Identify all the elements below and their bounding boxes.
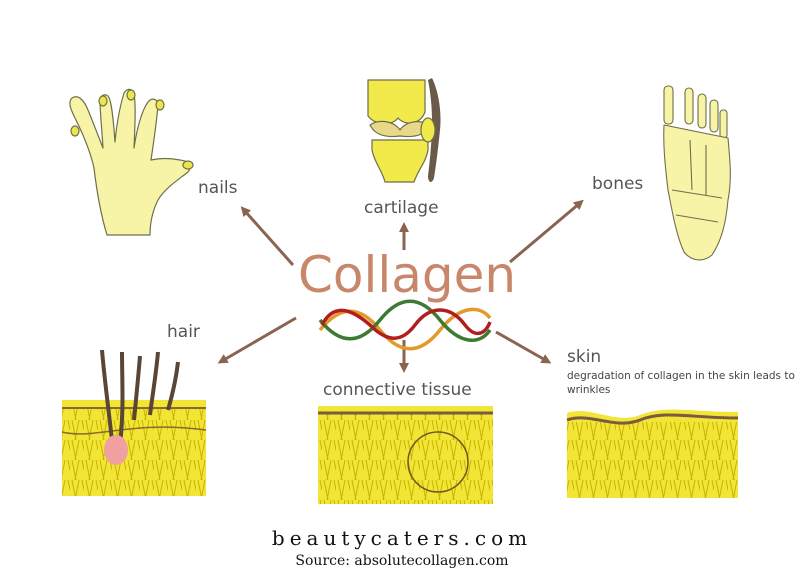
label-nails: nails (198, 178, 238, 198)
arrow-to-nails (240, 206, 295, 266)
label-connective-tissue: connective tissue (323, 380, 472, 400)
foot-bones-icon (663, 85, 731, 261)
collagen-helix-icon (318, 299, 492, 351)
label-hair: hair (167, 322, 200, 342)
hair-follicle-icon (61, 349, 207, 496)
footer-source: Source: absolutecollagen.com (295, 553, 509, 569)
arrow-to-skin (495, 330, 552, 364)
diagram-title: Collagen (298, 246, 517, 304)
skin-tissue-icon (566, 409, 739, 498)
connective-tissue-icon (318, 406, 493, 504)
label-bones: bones (592, 174, 644, 194)
arrow-to-bones (509, 199, 584, 264)
label-skin: skin (567, 347, 602, 367)
hand-icon (69, 88, 194, 236)
hair-bulb-icon (104, 435, 128, 465)
knee-joint-icon (367, 78, 441, 183)
skin-note: degradation of collagen in the skin lead… (567, 370, 795, 396)
arrows (217, 199, 584, 373)
footer-site: beautycaters.com (271, 526, 533, 550)
label-cartilage: cartilage (364, 198, 439, 218)
arrow-to-hair (217, 316, 297, 364)
